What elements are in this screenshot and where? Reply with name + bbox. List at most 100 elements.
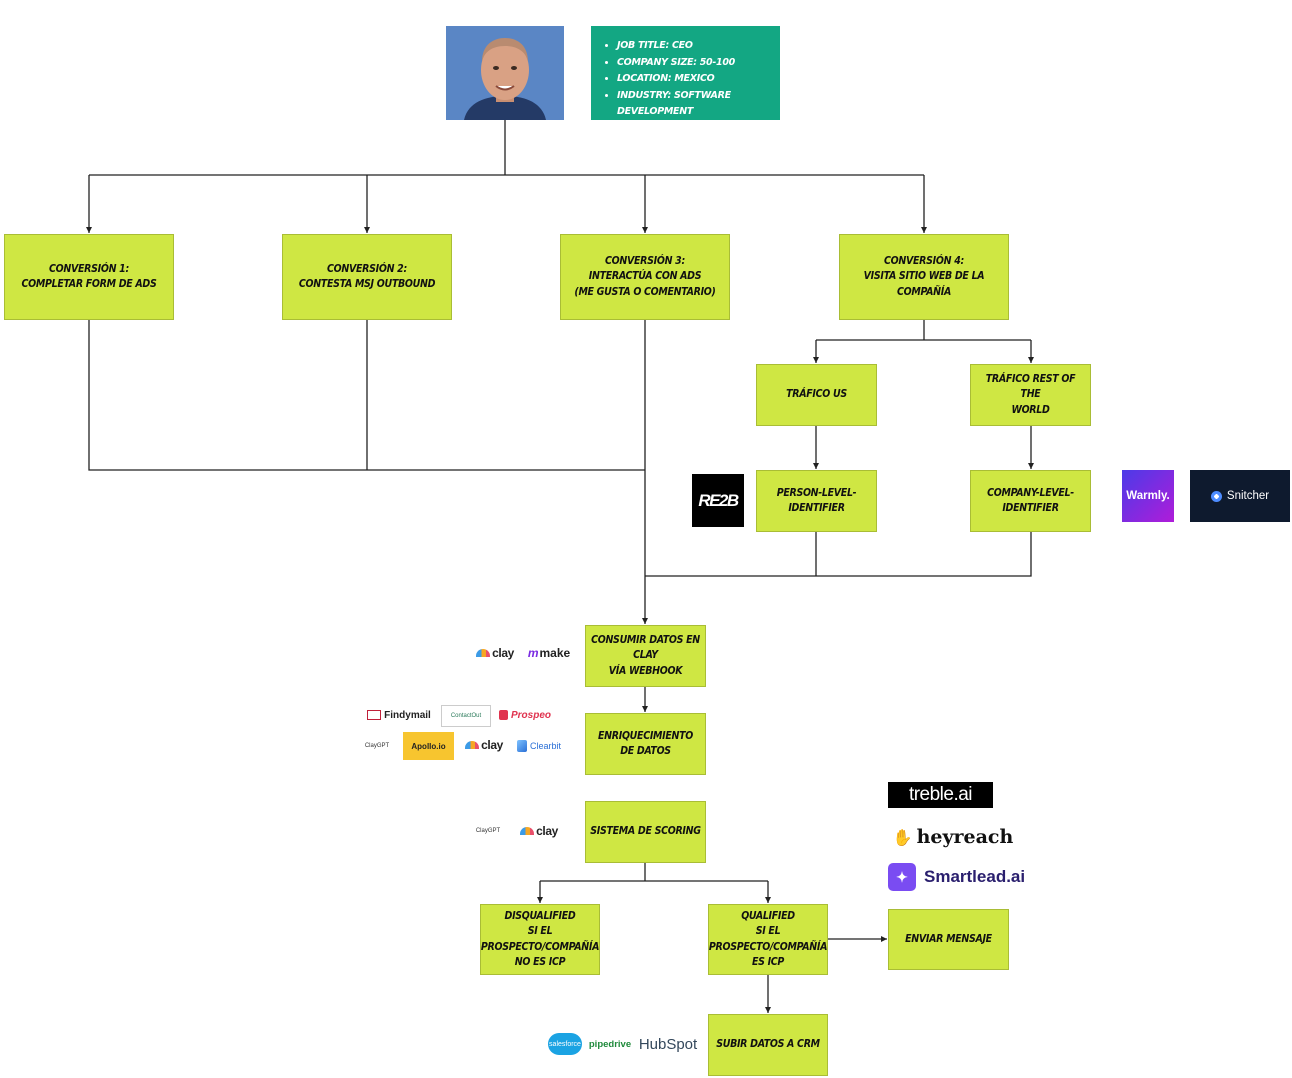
conversion-3-title: Conversión 3: [605, 255, 685, 268]
person-identifier-label: Person-level-identifier [776, 486, 857, 514]
clearbit-logo-text: Clearbit [529, 741, 561, 751]
treble-logo-text: treble.ai [908, 784, 973, 805]
qualified-box: Qualified si el prospecto/compañía es ICP [708, 904, 828, 975]
consumir-label-2: vía webhook [608, 664, 683, 677]
contactout-logo: ContactOut [441, 705, 491, 727]
trafico-us-box: Tráfico US [756, 364, 877, 426]
snitcher-icon [1210, 490, 1222, 502]
claygpt-logo-text: ClayGPT [475, 828, 501, 834]
apollo-logo: Apollo.io [403, 732, 454, 760]
warmly-logo: Warmly. [1122, 470, 1174, 522]
apollo-logo-text: Apollo.io [411, 741, 446, 751]
disqualified-label-1: Disqualified [504, 910, 576, 923]
enviar-mensaje-label: Enviar mensaje [905, 932, 992, 945]
pipedrive-logo: pipedrive [588, 1036, 632, 1052]
scoring-box: Sistema de scoring [585, 801, 706, 863]
hubspot-logo: HubSpot [637, 1033, 699, 1055]
findymail-logo-text: Findymail [384, 709, 431, 721]
company-size: Company size: 50-100 [617, 55, 770, 72]
job-title: Job title: CEO [617, 38, 770, 55]
clearbit-icon [516, 740, 527, 752]
prospeo-logo: Prospeo [499, 706, 551, 724]
subir-crm-label: Subir datos a CRM [716, 1038, 820, 1051]
warmly-logo-text: Warmly. [1126, 490, 1170, 502]
conversion-2-title: Conversión 2: [327, 262, 407, 275]
trafico-us-label: Tráfico US [786, 388, 847, 401]
person-portrait-image [446, 26, 564, 120]
clay-icon [476, 649, 491, 657]
heyreach-icon: ✋ [892, 827, 913, 847]
conversion-1-title: Conversión 1: [49, 262, 129, 275]
location: Location: Mexico [617, 71, 770, 88]
clay-icon [465, 741, 480, 749]
reb2b-logo-text: RE2B [698, 490, 739, 510]
clay-logo-text: clay [492, 646, 514, 660]
profile-card: Job title: CEO Company size: 50-100 Loca… [591, 26, 780, 120]
salesforce-logo-text: salesforce [549, 1040, 581, 1048]
trafico-row-label-1: Tráfico rest of the [985, 373, 1076, 401]
trafico-row-label-2: world [1011, 403, 1050, 416]
qualified-label-2: si el [755, 925, 781, 938]
scoring-label: Sistema de scoring [590, 825, 701, 838]
enviar-mensaje-box: Enviar mensaje [888, 909, 1009, 970]
disqualified-label-3: prospecto/compañía [480, 940, 600, 953]
snitcher-logo-text: Snitcher [1226, 490, 1270, 502]
prospeo-icon [499, 710, 508, 720]
snitcher-logo: Snitcher [1190, 470, 1290, 522]
qualified-label-4: es ICP [751, 955, 785, 968]
prospeo-logo-text: Prospeo [510, 709, 551, 721]
consumir-datos-box: Consumir datos en Clay vía webhook [585, 625, 706, 687]
heyreach-logo-text: heyreach [916, 826, 1014, 848]
treble-logo: treble.ai [888, 782, 993, 808]
conversion-2-text: Contesta msj outbound [298, 278, 436, 290]
salesforce-logo: salesforce [548, 1033, 582, 1055]
clay-logo-text: clay [481, 738, 503, 752]
smartlead-logo: ✦ Smartlead.ai [888, 862, 1030, 892]
clay-logo-enrichment: clay [463, 736, 505, 754]
disqualified-box: Disqualified si el prospecto/compañía no es… [480, 904, 600, 975]
conversion-4-box: Conversión 4: Visita sitio web de la comp… [839, 234, 1009, 320]
clay-logo: clay [474, 644, 516, 662]
company-identifier-label: Company-level-identifier [987, 486, 1074, 514]
disqualified-label-2: si el [527, 925, 553, 938]
claygpt-logo: ClayGPT [362, 738, 392, 754]
qualified-label-1: Qualified [741, 910, 795, 923]
consumir-label-1: Consumir datos en Clay [591, 634, 700, 662]
conversion-4-text: Visita sitio web de la compañía [863, 270, 985, 298]
conversion-2-box: Conversión 2: Contesta msj outbound [282, 234, 452, 320]
disqualified-label-4: no es ICP [514, 955, 566, 968]
trafico-row-box: Tráfico rest of the world [970, 364, 1091, 426]
company-identifier-box: Company-level-identifier [970, 470, 1091, 532]
profile-photo [446, 26, 564, 120]
profile-attributes: Job title: CEO Company size: 50-100 Loca… [605, 38, 770, 121]
reb2b-logo: RE2B [692, 474, 744, 527]
make-icon: m [527, 646, 539, 660]
contactout-logo-text: ContactOut [450, 713, 482, 719]
hubspot-logo-text: HubSpot [638, 1035, 698, 1053]
claygpt-logo-text: ClayGPT [364, 743, 390, 749]
conversion-1-text: Completar form de ads [21, 278, 157, 290]
make-logo-text: make [539, 646, 571, 660]
conversion-1-box: Conversión 1: Completar form de ads [4, 234, 174, 320]
conversion-3-note: (me gusta o comentario) [574, 285, 716, 298]
claygpt-logo-scoring: ClayGPT [473, 823, 503, 839]
subir-crm-box: Subir datos a CRM [708, 1014, 828, 1076]
findymail-logo: Findymail [366, 706, 432, 724]
clearbit-logo: Clearbit [512, 737, 566, 755]
smartlead-logo-text: Smartlead.ai [924, 867, 1026, 886]
enriquecimiento-box: Enriquecimiento de datos [585, 713, 706, 775]
heyreach-logo: ✋heyreach [888, 822, 1018, 852]
person-identifier-box: Person-level-identifier [756, 470, 877, 532]
qualified-label-3: prospecto/compañía [708, 940, 828, 953]
conversion-3-text: Interactúa con ads [588, 270, 702, 283]
pipedrive-logo-text: pipedrive [588, 1038, 632, 1050]
clay-logo-scoring: clay [518, 822, 560, 840]
smartlead-icon: ✦ [888, 863, 916, 891]
conversion-4-title: Conversión 4: [884, 255, 964, 268]
findymail-icon [367, 710, 382, 720]
enriquecimiento-label: Enriquecimiento de datos [598, 729, 693, 757]
industry: Industry: Software development [617, 88, 770, 121]
clay-logo-text: clay [536, 824, 558, 838]
